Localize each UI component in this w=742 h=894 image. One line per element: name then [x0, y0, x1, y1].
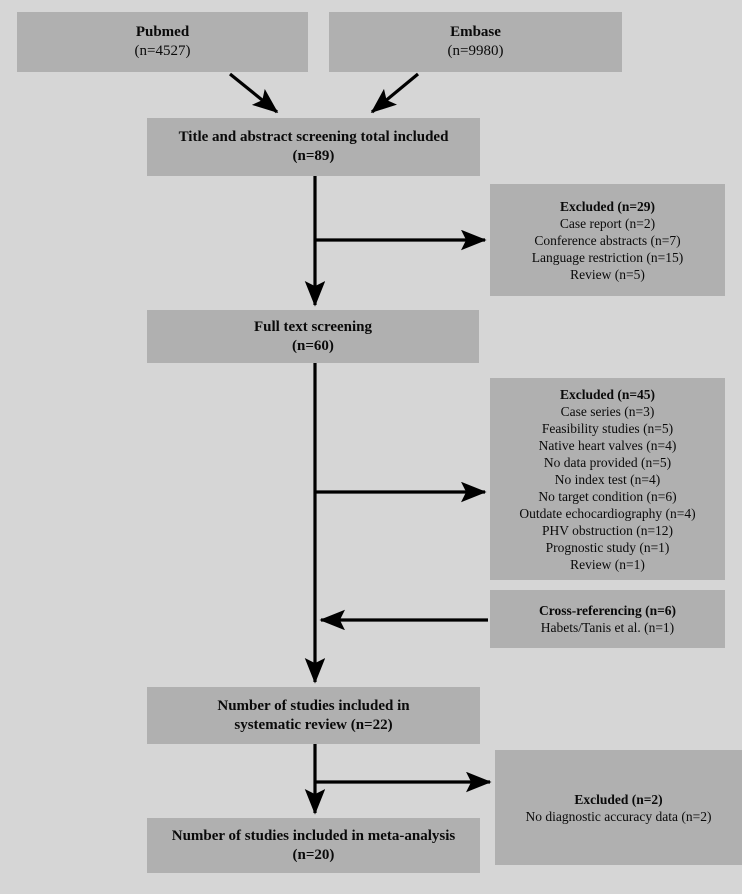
node-embase-title: Embase [450, 24, 501, 41]
excluded-3-heading: Excluded (n=2) [574, 791, 663, 807]
node-meta-analysis-title: Number of studies included in meta-analy… [171, 827, 456, 844]
excluded-3-reason: No diagnostic accuracy data (n=2) [525, 808, 712, 824]
excluded-2-reason: Feasibility studies (n=5) [541, 420, 674, 436]
node-embase: Embase (n=9980) [329, 12, 622, 72]
excluded-2-reason: No target condition (n=6) [538, 488, 677, 504]
excluded-2-reason: PHV obstruction (n=12) [541, 522, 674, 538]
node-systematic-review: Number of studies included in systematic… [147, 687, 480, 744]
node-excluded-after-fulltext: Excluded (n=45) Case series (n=3) Feasib… [490, 378, 725, 580]
node-meta-analysis-count: (n=20) [292, 846, 335, 863]
node-cross-referencing: Cross-referencing (n=6) Habets/Tanis et … [490, 590, 725, 648]
node-embase-count: (n=9980) [447, 43, 504, 59]
excluded-1-heading: Excluded (n=29) [559, 198, 656, 214]
excluded-2-reason: Review (n=1) [570, 556, 645, 572]
node-fulltext-count: (n=60) [292, 337, 334, 354]
excluded-2-reason: No data provided (n=5) [543, 454, 672, 470]
excluded-2-heading: Excluded (n=45) [559, 386, 656, 402]
excluded-2-reason: No index test (n=4) [554, 471, 661, 487]
excluded-2-reason: Native heart valves (n=4) [538, 437, 677, 453]
cross-referencing-reason: Habets/Tanis et al. (n=1) [540, 620, 675, 635]
excluded-1-reason: Conference abstracts (n=7) [534, 232, 681, 248]
node-systematic-review-title: Number of studies included in [217, 697, 410, 714]
node-pubmed-count: (n=4527) [134, 43, 191, 59]
node-title-abstract-title: Title and abstract screening total inclu… [178, 129, 449, 146]
node-systematic-review-count: systematic review (n=22) [234, 716, 393, 733]
node-fulltext-title: Full text screening [253, 318, 373, 335]
node-meta-analysis: Number of studies included in meta-analy… [147, 818, 480, 873]
node-excluded-after-title-abstract: Excluded (n=29) Case report (n=2) Confer… [490, 184, 725, 296]
node-title-abstract-count: (n=89) [292, 148, 335, 164]
node-pubmed-title: Pubmed [135, 24, 190, 41]
cross-referencing-heading: Cross-referencing (n=6) [538, 603, 677, 618]
excluded-1-reason: Review (n=5) [570, 266, 645, 282]
node-title-abstract-screening: Title and abstract screening total inclu… [147, 118, 480, 176]
node-pubmed: Pubmed (n=4527) [17, 12, 308, 72]
excluded-1-reason: Case report (n=2) [559, 215, 656, 231]
node-fulltext-screening: Full text screening (n=60) [147, 310, 479, 363]
excluded-1-reason: Language restriction (n=15) [531, 249, 684, 265]
excluded-2-reason: Outdate echocardiography (n=4) [519, 505, 696, 521]
node-excluded-after-systematic-review: Excluded (n=2) No diagnostic accuracy da… [495, 750, 742, 865]
arrow-pubmed-to-screening [228, 72, 279, 114]
arrow-embase-to-screening [370, 72, 420, 114]
excluded-2-reason: Case series (n=3) [560, 403, 655, 419]
excluded-2-reason: Prognostic study (n=1) [545, 539, 670, 555]
